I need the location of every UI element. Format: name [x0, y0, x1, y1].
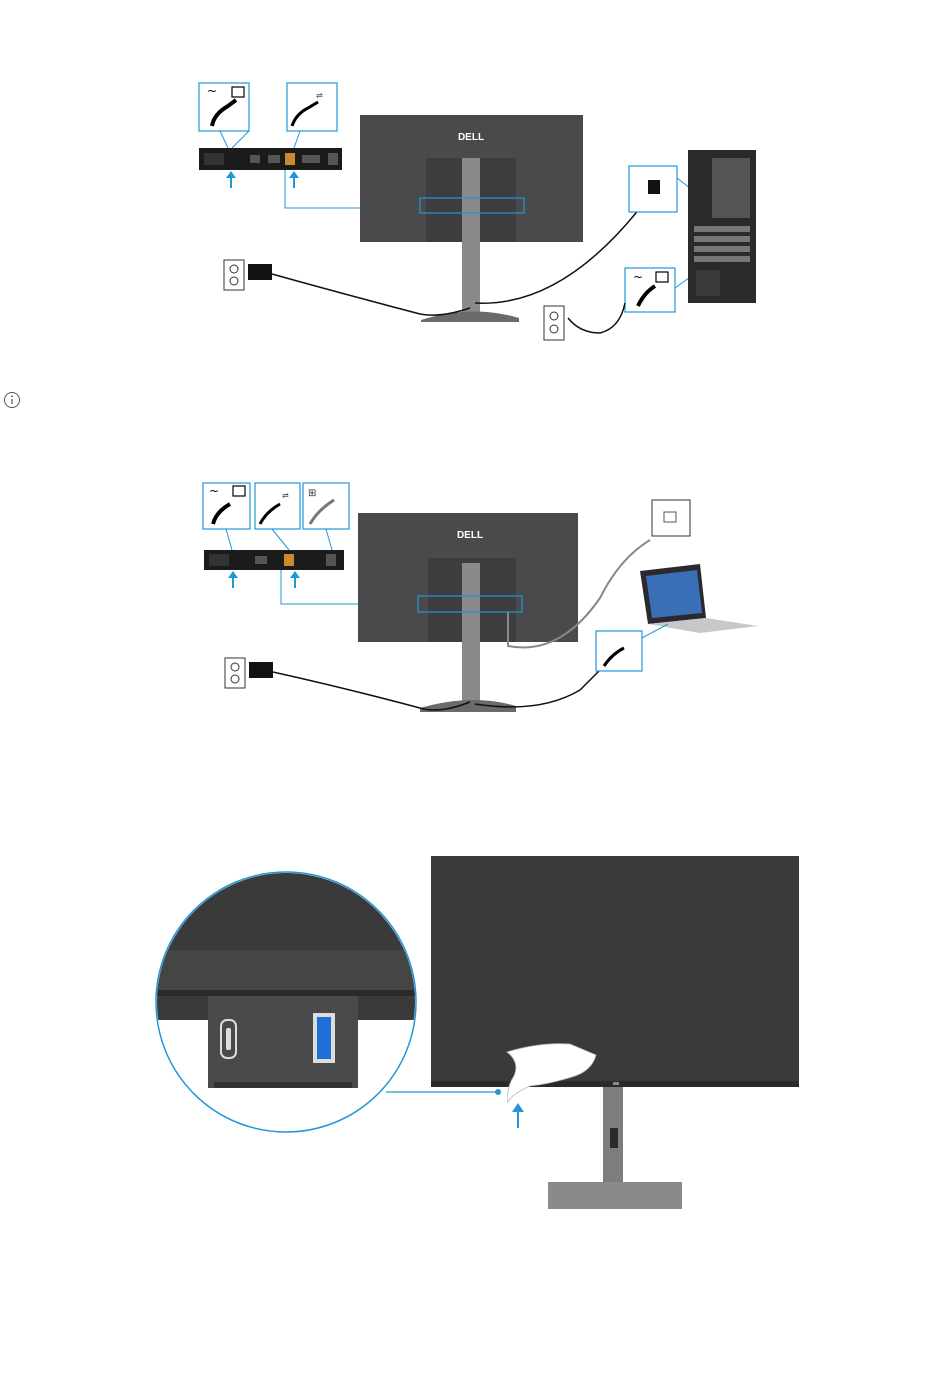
usb-upstream-callout: ⇌ — [287, 83, 337, 131]
arrow-up-icon — [226, 171, 236, 188]
monitor-port-strip — [199, 148, 342, 170]
monitor-port-strip — [204, 550, 344, 570]
monitor-to-desktop-connection-diagram: ~ ⇌ DELL — [0, 78, 950, 348]
laptop — [640, 564, 758, 633]
usb-a-port-icon — [313, 1013, 335, 1063]
monitor-front — [431, 856, 799, 1209]
ethernet-callout: ⊞ — [303, 483, 349, 529]
wall-outlet — [544, 306, 564, 340]
ac-power-icon: ~ — [207, 84, 217, 98]
hand-icon — [507, 1044, 596, 1102]
monitor-quick-access-ports-diagram — [0, 850, 950, 1220]
arrow-up-icon — [512, 1103, 524, 1128]
dell-logo: DELL — [457, 530, 483, 541]
ac-power-callout: ~ — [203, 483, 250, 529]
arrow-up-icon — [228, 571, 238, 588]
wall-outlet — [224, 260, 244, 290]
network-jack-callout — [652, 500, 690, 536]
wall-outlet — [225, 658, 245, 688]
info-icon — [3, 391, 21, 409]
monitor-back: DELL — [358, 513, 578, 712]
usb-icon: ⇌ — [282, 491, 289, 500]
monitor-back: DELL — [360, 115, 583, 322]
usb-icon: ⇌ — [316, 91, 323, 100]
monitor-to-laptop-connection-diagram: ~ ⇌ ⊞ DELL — [0, 478, 950, 722]
arrow-up-icon — [290, 571, 300, 588]
zoom-callout — [150, 870, 420, 1132]
usb-upstream-callout: ⇌ — [255, 483, 300, 529]
dell-logo: DELL — [458, 132, 484, 143]
ethernet-icon: ⊞ — [308, 488, 316, 499]
laptop-usb-callout — [596, 624, 668, 671]
arrow-up-icon — [289, 171, 299, 188]
svg-text:~: ~ — [633, 270, 643, 284]
ac-power-callout: ~ — [199, 83, 249, 131]
desktop-tower — [688, 150, 756, 303]
ac-power-icon: ~ — [209, 484, 219, 498]
